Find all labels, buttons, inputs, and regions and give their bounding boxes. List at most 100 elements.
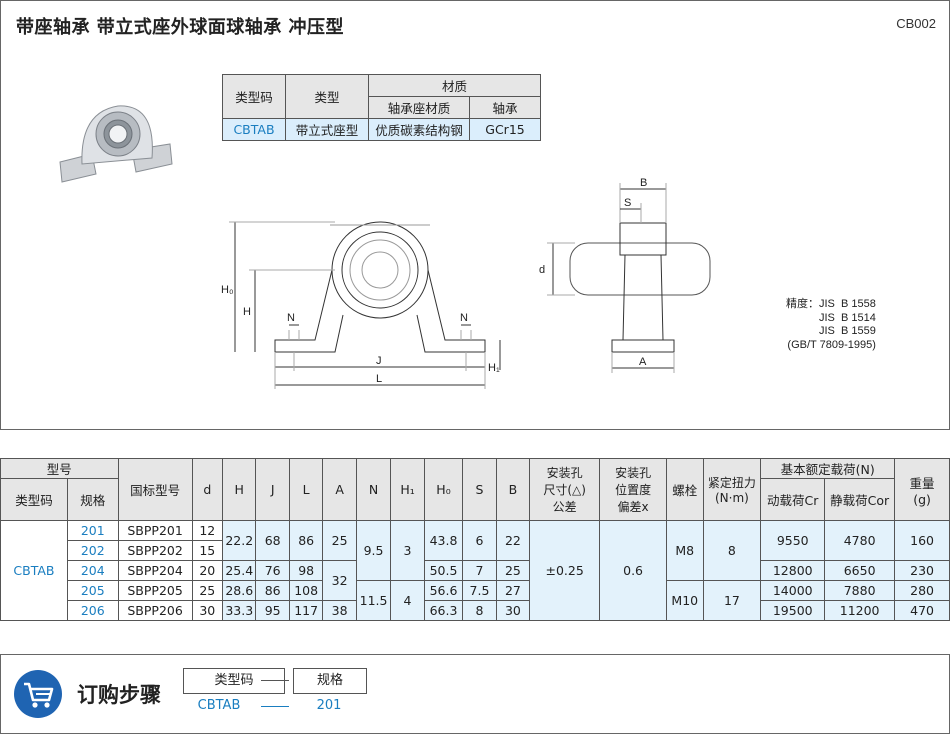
d-cell: 30 bbox=[191, 600, 224, 621]
note-line: 精度：JIS B 1558 bbox=[786, 298, 876, 310]
header-bearing: 轴承 bbox=[469, 96, 541, 119]
header-static-load: 静载荷Cor bbox=[824, 478, 896, 521]
S-cell: 7.5 bbox=[462, 580, 497, 601]
divider bbox=[261, 706, 289, 707]
header-type-code: 类型码 bbox=[0, 478, 68, 521]
header-d: d bbox=[191, 458, 224, 521]
size-cell[interactable]: 202 bbox=[66, 540, 119, 561]
H-cell: 28.6 bbox=[222, 580, 257, 601]
S-cell: 8 bbox=[462, 600, 497, 621]
label-N-right: N bbox=[460, 312, 468, 324]
H-cell: 25.4 bbox=[222, 560, 257, 581]
header-dynamic-load: 动载荷Cr bbox=[760, 478, 826, 521]
H0-cell: 43.8 bbox=[423, 520, 464, 561]
technical-drawing: H₀ H N N J L H₁ B S d A bbox=[221, 177, 711, 389]
B-cell: 30 bbox=[495, 600, 531, 621]
L-cell: 108 bbox=[288, 580, 324, 601]
label-L: L bbox=[376, 373, 382, 385]
product-photo bbox=[59, 105, 173, 183]
order-size-box: 规格 bbox=[293, 668, 367, 694]
header-L: L bbox=[288, 458, 324, 521]
note-line: JIS B 1559 bbox=[819, 325, 876, 337]
L-cell: 98 bbox=[288, 560, 324, 581]
size-cell[interactable]: 204 bbox=[66, 560, 119, 581]
d-cell: 12 bbox=[191, 520, 224, 541]
H0-cell: 50.5 bbox=[423, 560, 464, 581]
A-cell: 38 bbox=[322, 600, 357, 621]
cor-cell: 11200 bbox=[824, 600, 896, 621]
cart-icon bbox=[14, 670, 62, 718]
J-cell: 86 bbox=[255, 580, 290, 601]
B-cell: 22 bbox=[495, 520, 531, 561]
type-code-cell[interactable]: CBTAB bbox=[222, 118, 286, 141]
header-J: J bbox=[255, 458, 290, 521]
order-steps-panel: 订购步骤 类型码 规格 CBTAB 201 bbox=[0, 654, 950, 734]
H0-cell: 66.3 bbox=[423, 600, 464, 621]
A-cell: 25 bbox=[322, 520, 357, 561]
N-cell: 11.5 bbox=[355, 580, 392, 621]
label-A: A bbox=[639, 356, 647, 368]
d-cell: 15 bbox=[191, 540, 224, 561]
cr-cell: 19500 bbox=[760, 600, 826, 621]
J-cell: 76 bbox=[255, 560, 290, 581]
torque-cell: 17 bbox=[702, 580, 762, 621]
seat-material-cell: 优质碳素结构钢 bbox=[368, 118, 470, 141]
cor-cell: 6650 bbox=[824, 560, 896, 581]
national-cell: SBPP202 bbox=[117, 540, 193, 561]
S-cell: 7 bbox=[462, 560, 497, 581]
header-load: 基本额定载荷(N) bbox=[760, 458, 896, 479]
order-type-code-box: 类型码 bbox=[183, 668, 285, 694]
position-cell: 0.6 bbox=[599, 520, 668, 621]
header-model: 型号 bbox=[0, 458, 119, 479]
note-line: (GB/T 7809-1995) bbox=[787, 338, 876, 351]
weight-cell: 470 bbox=[894, 600, 950, 621]
header-type: 类型 bbox=[285, 74, 369, 119]
H1-cell: 4 bbox=[390, 580, 425, 621]
national-cell: SBPP201 bbox=[117, 520, 193, 541]
header-A: A bbox=[322, 458, 357, 521]
header-H: H bbox=[222, 458, 257, 521]
material-table: 类型码 类型 材质 轴承座材质 轴承 CBTAB 带立式座型 优质碳素结构钢 G… bbox=[222, 74, 541, 141]
header-N: N bbox=[355, 458, 392, 521]
page-title: 带座轴承 带立式座外球面球轴承 冲压型 bbox=[16, 17, 345, 38]
N-cell: 9.5 bbox=[355, 520, 392, 581]
size-cell[interactable]: 206 bbox=[66, 600, 119, 621]
label-S: S bbox=[624, 197, 631, 209]
header-H0: H₀ bbox=[423, 458, 464, 521]
header-torque: 紧定扭力 (N·m) bbox=[702, 458, 762, 521]
order-type-code-value[interactable]: CBTAB bbox=[197, 698, 241, 713]
weight-cell: 160 bbox=[894, 520, 950, 561]
label-J: J bbox=[376, 355, 382, 367]
header-bolt: 螺栓 bbox=[666, 458, 704, 521]
header-type-code: 类型码 bbox=[222, 74, 286, 119]
H1-cell: 3 bbox=[390, 520, 425, 581]
cr-cell: 9550 bbox=[760, 520, 826, 561]
J-cell: 95 bbox=[255, 600, 290, 621]
header-hole-tolerance: 安装孔 尺寸(△) 公差 bbox=[529, 458, 601, 521]
spec-table: 型号 国标型号 d H J L A N H₁ H₀ S B 安装孔 尺寸(△) … bbox=[0, 458, 950, 621]
header-B: B bbox=[495, 458, 531, 521]
size-cell[interactable]: 201 bbox=[66, 520, 119, 541]
d-cell: 25 bbox=[191, 580, 224, 601]
header-size: 规格 bbox=[66, 478, 119, 521]
J-cell: 68 bbox=[255, 520, 290, 561]
order-size-value[interactable]: 201 bbox=[316, 698, 342, 713]
type-code-cell[interactable]: CBTAB bbox=[0, 520, 68, 621]
B-cell: 25 bbox=[495, 560, 531, 581]
divider bbox=[261, 680, 289, 681]
bolt-cell: M10 bbox=[666, 580, 704, 621]
label-N-left: N bbox=[287, 312, 295, 324]
S-cell: 6 bbox=[462, 520, 497, 561]
type-cell: 带立式座型 bbox=[285, 118, 369, 141]
label-H: H bbox=[243, 306, 251, 318]
header-seat-material: 轴承座材质 bbox=[368, 96, 470, 119]
header-position-deviation: 安装孔 位置度 偏差x bbox=[599, 458, 668, 521]
header-material: 材质 bbox=[368, 74, 541, 97]
bolt-cell: M8 bbox=[666, 520, 704, 581]
national-cell: SBPP206 bbox=[117, 600, 193, 621]
B-cell: 27 bbox=[495, 580, 531, 601]
H0-cell: 56.6 bbox=[423, 580, 464, 601]
header-national: 国标型号 bbox=[117, 458, 193, 521]
header-H1: H₁ bbox=[390, 458, 425, 521]
size-cell[interactable]: 205 bbox=[66, 580, 119, 601]
